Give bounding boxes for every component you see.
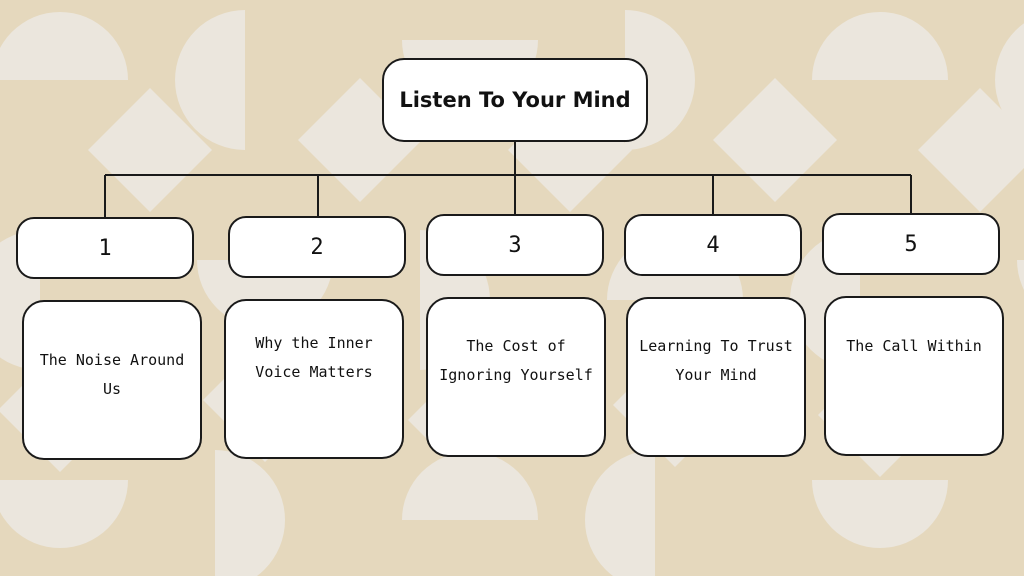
pattern-semicircle — [175, 10, 245, 150]
step-5-text: The Call Within — [846, 337, 982, 355]
step-1-card: The Noise Around Us — [22, 300, 202, 460]
step-3-text: The Cost of Ignoring Yourself — [439, 337, 593, 384]
pattern-semicircle — [995, 23, 1024, 137]
pattern-diamond — [713, 78, 837, 202]
step-4-number: 4 — [706, 232, 720, 258]
root-title: Listen To Your Mind — [399, 88, 631, 112]
pattern-semicircle — [215, 450, 285, 576]
pattern-diamond — [88, 88, 212, 212]
pattern-semicircle — [585, 450, 655, 576]
step-3-number-box: 3 — [426, 214, 604, 276]
pattern-semicircle — [402, 452, 538, 520]
root-title-box: Listen To Your Mind — [382, 58, 648, 142]
step-4-number-box: 4 — [624, 214, 802, 276]
step-1-text: The Noise Around Us — [39, 351, 185, 398]
step-5-number: 5 — [904, 231, 918, 257]
pattern-diamond — [918, 88, 1024, 212]
step-4-text: Learning To Trust Your Mind — [639, 337, 793, 384]
step-2-text: Why the Inner Voice Matters — [255, 334, 373, 381]
step-2-number-box: 2 — [228, 216, 406, 278]
step-1-number: 1 — [98, 235, 112, 261]
step-5-number-box: 5 — [822, 213, 1000, 275]
pattern-semicircle — [1017, 260, 1024, 290]
pattern-semicircle — [0, 12, 128, 80]
step-4-card: Learning To Trust Your Mind — [626, 297, 806, 457]
step-1-number-box: 1 — [16, 217, 194, 279]
step-5-card: The Call Within — [824, 296, 1004, 456]
step-3-card: The Cost of Ignoring Yourself — [426, 297, 606, 457]
step-2-number: 2 — [310, 234, 324, 260]
step-3-number: 3 — [508, 232, 522, 258]
pattern-semicircle — [0, 480, 128, 548]
step-2-card: Why the Inner Voice Matters — [224, 299, 404, 459]
pattern-semicircle — [812, 12, 948, 80]
pattern-semicircle — [812, 480, 948, 548]
